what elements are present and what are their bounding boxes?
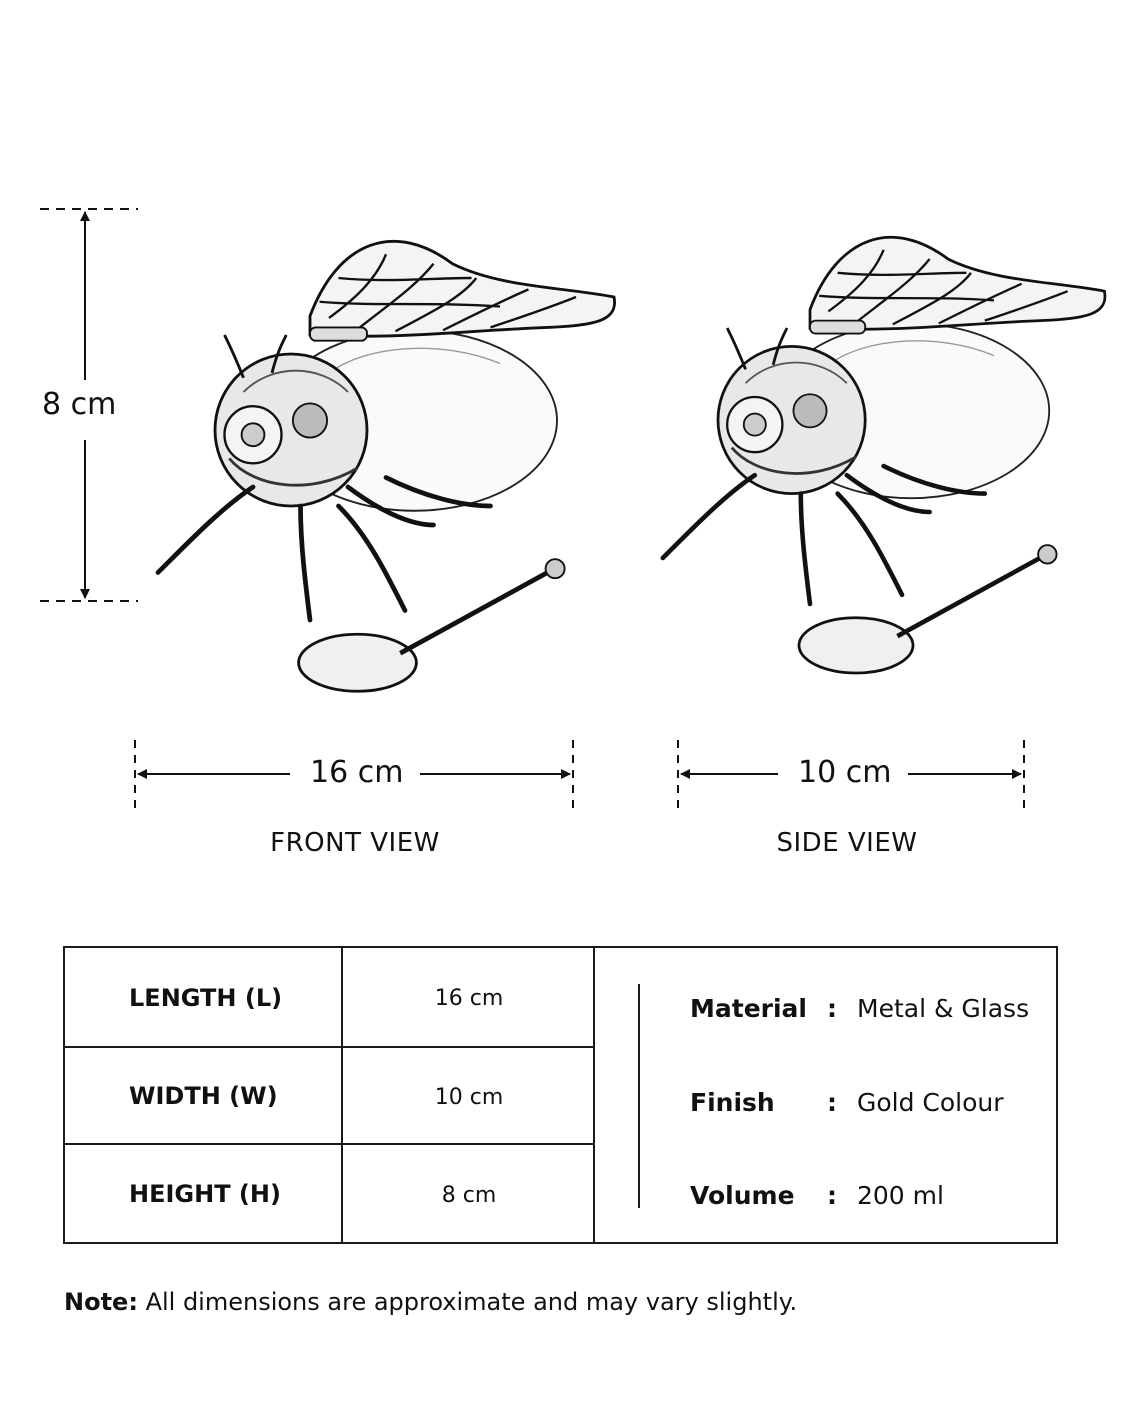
property-key-material: Material (690, 994, 807, 1023)
front-width-dimension-label: 16 cm (296, 758, 418, 788)
property-key-volume: Volume (690, 1181, 795, 1210)
front-view-illustration (158, 241, 615, 691)
front-view-label: FRONT VIEW (270, 828, 440, 858)
dimension-value-length: 16 cm (434, 986, 504, 1011)
footnote-text: All dimensions are approximate and may v… (145, 1288, 798, 1316)
property-value-finish: Gold Colour (857, 1088, 1004, 1117)
side-view-label: SIDE VIEW (776, 828, 918, 858)
side-view-illustration (663, 237, 1105, 673)
dimension-key-length: LENGTH (L) (129, 984, 283, 1012)
property-colon: : (827, 1088, 837, 1117)
property-colon: : (827, 1181, 837, 1210)
dimension-key-width: WIDTH (W) (129, 1082, 278, 1110)
spec-table: LENGTH (L) 16 cm WIDTH (W) 10 cm HEIGHT … (63, 946, 1058, 1244)
property-value-volume: 200 ml (857, 1181, 944, 1210)
footnote-label: Note: (64, 1288, 138, 1316)
height-dimension-label: 8 cm (38, 390, 121, 420)
property-colon: : (827, 994, 837, 1023)
dimension-value-height: 8 cm (441, 1183, 497, 1208)
footnote: Note: All dimensions are approximate and… (64, 1288, 797, 1316)
product-drawing (40, 208, 1122, 810)
side-width-dimension-label: 10 cm (784, 758, 906, 788)
dimension-value-width: 10 cm (434, 1085, 504, 1110)
table-grid (65, 948, 640, 1242)
property-key-finish: Finish (690, 1088, 775, 1117)
dimension-key-height: HEIGHT (H) (129, 1180, 281, 1208)
property-value-material: Metal & Glass (857, 994, 1030, 1023)
